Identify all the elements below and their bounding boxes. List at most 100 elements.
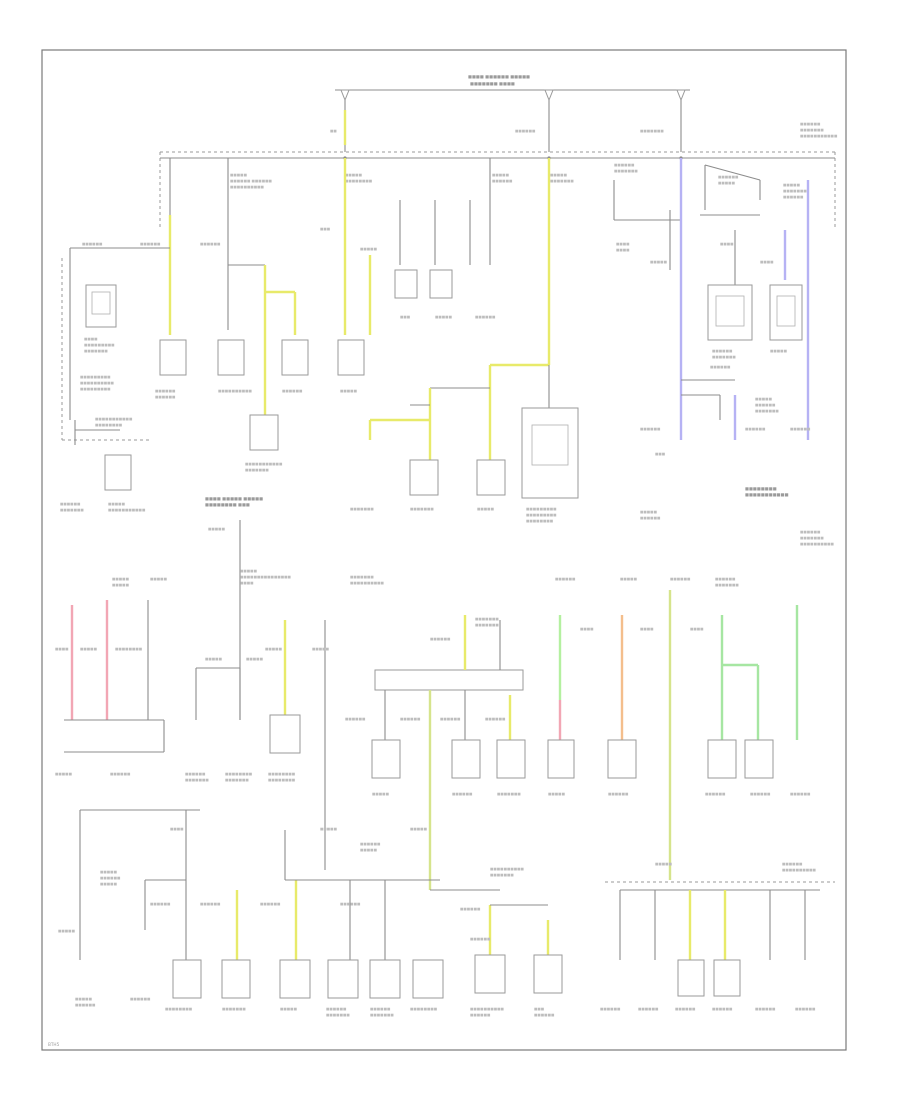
svg-text:■■■■: ■■■■ — [55, 647, 69, 651]
svg-text:■■■■■■■■■■■: ■■■■■■■■■■■ — [745, 492, 789, 497]
svg-text:■■■■■■■■■■■: ■■■■■■■■■■■ — [245, 462, 283, 466]
svg-text:■■■■■■■■: ■■■■■■■■ — [165, 1007, 193, 1011]
svg-text:■■■■■■■: ■■■■■■■ — [640, 129, 664, 133]
svg-text:■■■■: ■■■■ — [170, 827, 184, 831]
svg-text:■■■■■■■■ ■■■: ■■■■■■■■ ■■■ — [205, 502, 250, 507]
fuse-labels-top: ■■■■■ ■■■■■■ ■■■■■■ ■■■■■■■■■■ ■■■■■ ■■■… — [230, 163, 638, 189]
svg-text:■■■■■■: ■■■■■■ — [452, 792, 473, 796]
svg-text:■■■■■■: ■■■■■■ — [470, 1013, 491, 1017]
svg-text:■■■■■: ■■■■■ — [783, 183, 801, 187]
svg-text:■■■■■: ■■■■■ — [345, 173, 363, 177]
svg-text:■■■■■■■: ■■■■■■■ — [222, 1007, 246, 1011]
diagram-code: BTH5 — [48, 1042, 60, 1047]
svg-text:■■■■■■: ■■■■■■ — [715, 577, 736, 581]
svg-text:■■■■■■: ■■■■■■ — [200, 902, 221, 906]
svg-text:■■■■■■■■■■: ■■■■■■■■■■ — [800, 542, 835, 546]
svg-text:■■■■■■: ■■■■■■ — [790, 792, 811, 796]
svg-text:■■■■■: ■■■■■ — [112, 577, 130, 581]
svg-text:■■■■■■: ■■■■■■ — [470, 937, 491, 941]
svg-text:■■■■■■: ■■■■■■ — [260, 902, 281, 906]
svg-text:■■■■■: ■■■■■ — [718, 181, 736, 185]
svg-text:■■■■■■: ■■■■■■ — [492, 179, 513, 183]
svg-text:■■■■■■■: ■■■■■■■ — [800, 536, 824, 540]
svg-text:■■■■■: ■■■■■ — [75, 997, 93, 1001]
svg-text:■■■■■■■■■: ■■■■■■■■■ — [526, 507, 557, 511]
component-box — [85, 284, 117, 328]
svg-text:■■■■■: ■■■■■ — [372, 792, 390, 796]
svg-text:■■■■■■■: ■■■■■■■ — [755, 409, 779, 413]
svg-text:■■■■■: ■■■■■ — [280, 1007, 298, 1011]
svg-text:■■■■■■■■: ■■■■■■■■ — [526, 519, 554, 523]
svg-text:■■■■■: ■■■■■ — [58, 929, 76, 933]
svg-text:■■■■■: ■■■■■ — [640, 510, 658, 514]
svg-text:■■■■■■■■■■: ■■■■■■■■■■ — [230, 185, 265, 189]
svg-text:■■■■■■: ■■■■■■ — [140, 242, 161, 246]
svg-text:■■■■■: ■■■■■ — [360, 247, 378, 251]
svg-text:■■■■■■■: ■■■■■■■ — [783, 189, 807, 193]
svg-text:■■■■: ■■■■ — [616, 242, 630, 246]
svg-text:■■■■: ■■■■ — [640, 627, 654, 631]
svg-text:■■■■ ■■■■■ ■■■■■: ■■■■ ■■■■■ ■■■■■ — [205, 496, 263, 501]
svg-text:■■■■■: ■■■■■ — [80, 647, 98, 651]
svg-text:■■■■■■: ■■■■■■ — [340, 902, 361, 906]
svg-text:■■■■■■: ■■■■■■ — [282, 389, 303, 393]
svg-text:■■■■■■■: ■■■■■■■ — [326, 1013, 350, 1017]
svg-text:■■■■: ■■■■ — [720, 242, 734, 246]
svg-text:■■■■■: ■■■■■ — [550, 173, 568, 177]
svg-text:■■■■■■■■■■: ■■■■■■■■■■ — [470, 1007, 505, 1011]
svg-text:■■■■■■■■■: ■■■■■■■■■ — [80, 375, 111, 379]
svg-text:■■■■■: ■■■■■ — [100, 882, 118, 886]
svg-text:■■■■■■■: ■■■■■■■ — [490, 873, 514, 877]
svg-text:■■■■■■■■: ■■■■■■■■ — [345, 179, 373, 183]
relay-box-left — [707, 284, 753, 341]
svg-text:■■■■■: ■■■■■ — [492, 173, 510, 177]
svg-text:■■■■■■: ■■■■■■ — [614, 163, 635, 167]
svg-text:■■■■■■■■: ■■■■■■■■ — [225, 772, 253, 776]
svg-text:■■■■■■: ■■■■■■ — [718, 175, 739, 179]
svg-text:■■■■■■■■■■: ■■■■■■■■■■ — [490, 867, 525, 871]
svg-text:■■■■■■: ■■■■■■ — [790, 427, 811, 431]
svg-text:■■■■■■■■■■■: ■■■■■■■■■■■ — [108, 508, 146, 512]
svg-text:■■■■■■■ ■■■■: ■■■■■■■ ■■■■ — [470, 81, 515, 86]
junction-box — [374, 669, 524, 691]
svg-text:■■■■■: ■■■■■ — [320, 827, 338, 831]
svg-text:■■■: ■■■ — [400, 315, 411, 319]
svg-text:■■■■■■■■■■■: ■■■■■■■■■■■ — [95, 417, 133, 421]
svg-text:■■■■■■■■■■: ■■■■■■■■■■ — [218, 389, 253, 393]
svg-text:■■■■■■: ■■■■■■ — [345, 717, 366, 721]
svg-text:■■■■■■: ■■■■■■ — [670, 577, 691, 581]
svg-text:■■■■■■■: ■■■■■■■ — [550, 179, 574, 183]
svg-text:■■■■■■: ■■■■■■ — [712, 1007, 733, 1011]
svg-text:■■■■■■■■■■: ■■■■■■■■■■ — [350, 581, 385, 585]
svg-text:■■■■■■: ■■■■■■ — [640, 427, 661, 431]
svg-text:■■■■■■■: ■■■■■■■ — [84, 349, 108, 353]
svg-text:■■■■■: ■■■■■ — [246, 657, 264, 661]
svg-text:■■■■■: ■■■■■ — [100, 870, 118, 874]
svg-text:■■■■■: ■■■■■ — [548, 792, 566, 796]
svg-text:■■■■■■: ■■■■■■ — [155, 389, 176, 393]
svg-text:■■■■■■: ■■■■■■ — [675, 1007, 696, 1011]
svg-text:■■■■■■: ■■■■■■ — [750, 792, 771, 796]
svg-text:■■■■■■: ■■■■■■ — [485, 717, 506, 721]
svg-text:■■■■■■: ■■■■■■ — [185, 772, 206, 776]
svg-text:■■■■: ■■■■ — [240, 581, 254, 585]
svg-text:■■■■■■: ■■■■■■ — [600, 1007, 621, 1011]
svg-text:■■■■■■: ■■■■■■ — [370, 1007, 391, 1011]
svg-text:■■■■■: ■■■■■ — [340, 389, 358, 393]
svg-text:■■■■■■: ■■■■■■ — [200, 242, 221, 246]
svg-text:■■■■■■: ■■■■■■ — [782, 862, 803, 866]
svg-text:■■■■■■: ■■■■■■ — [475, 315, 496, 319]
svg-text:■■■■■■: ■■■■■■ — [515, 129, 536, 133]
svg-text:■■■■■■: ■■■■■■ — [75, 1003, 96, 1007]
svg-text:■■■■■■■■: ■■■■■■■■ — [745, 486, 777, 491]
svg-text:■■■■■■: ■■■■■■ — [360, 842, 381, 846]
svg-text:■■■■■: ■■■■■ — [435, 315, 453, 319]
svg-text:■■: ■■ — [330, 129, 337, 133]
svg-text:■■■■■■: ■■■■■■ — [640, 516, 661, 520]
svg-text:■■■■■■■: ■■■■■■■ — [614, 169, 638, 173]
svg-text:■■■■■■■■■■: ■■■■■■■■■■ — [782, 868, 817, 872]
svg-text:■■■■■■: ■■■■■■ — [608, 792, 629, 796]
svg-text:■■■■■■■■: ■■■■■■■■ — [268, 772, 296, 776]
diagram-frame — [41, 49, 847, 1051]
